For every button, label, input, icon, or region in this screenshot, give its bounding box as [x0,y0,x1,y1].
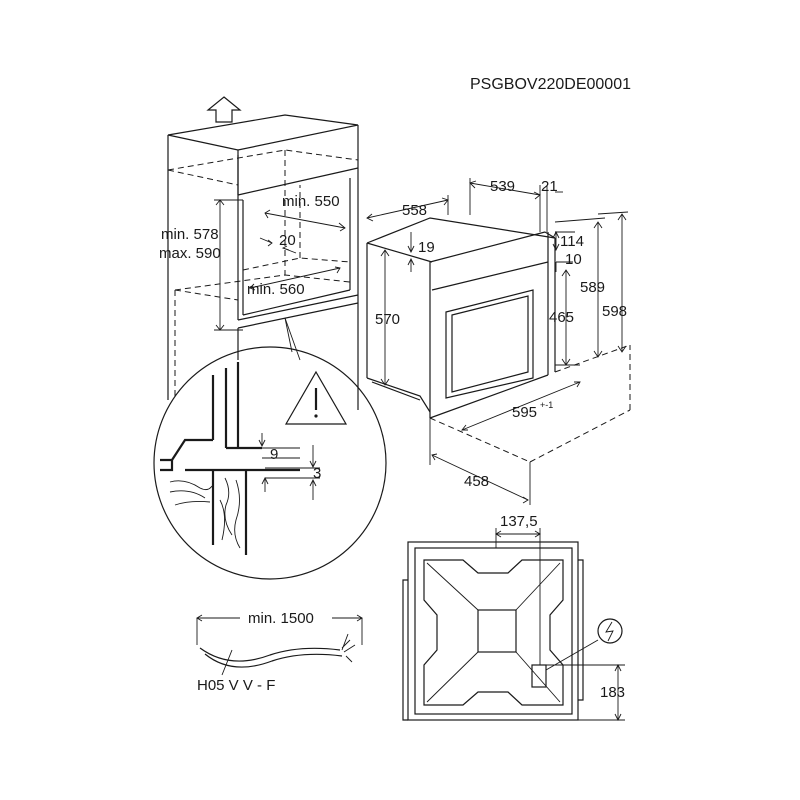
oven-front-thickness: 21 [541,178,558,195]
oven-width: 595 [512,404,537,421]
warning-triangle-icon [284,370,348,425]
oven-depth-side: 458 [464,473,489,490]
niche-gap: 20 [279,232,296,249]
detail-magnifier: 9 3 [153,317,387,580]
niche-height-min: min. 578 [161,226,219,243]
niche-height-max: max. 590 [159,245,221,262]
oven-width-tolerance: +-1 [540,400,553,410]
detail-dim-3: 3 [313,465,321,482]
niche-depth-min-bottom: min. 560 [247,281,305,298]
oven-door-height: 465 [549,309,574,326]
oven-front-height: 589 [580,279,605,296]
oven-drawing: 558 539 21 19 570 114 10 465 589 598 595… [366,178,631,505]
cable-type: H05 V V - F [197,677,275,694]
oven-top-offset: 19 [418,239,435,256]
back-offset-x: 137,5 [500,513,538,530]
document-code: PSGBOV220DE00001 [470,76,631,93]
back-offset-y: 183 [600,684,625,701]
oven-back-view: 137,5 183 [402,513,625,722]
oven-depth-total: 558 [402,202,427,219]
power-cable: min. 1500 H05 V V - F [196,610,363,694]
detail-dim-9: 9 [270,446,278,463]
up-arrow-icon [206,96,242,123]
oven-panel-step: 10 [565,251,582,268]
electric-hazard-icon [597,618,623,644]
oven-depth-body: 539 [490,178,515,195]
niche-depth-min-top: min. 550 [282,193,340,210]
cabinet-niche: min. 578 max. 590 min. 550 20 min. 560 [159,96,359,410]
cable-length: min. 1500 [248,610,314,627]
oven-panel-top: 114 [560,233,584,250]
oven-total-height: 598 [602,303,627,320]
oven-body-height: 570 [375,311,400,328]
